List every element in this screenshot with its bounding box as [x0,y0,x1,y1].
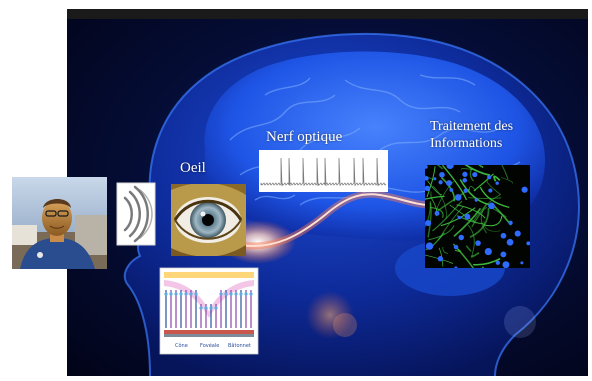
retina-cell-nucleus [194,292,197,295]
neuron-nucleus [488,189,492,193]
neuron-nucleus [438,256,443,261]
retina-cell-nucleus [209,306,212,309]
neuron-nucleus [485,248,492,255]
neuron-nucleus [520,261,523,264]
neuron-nucleus [433,177,436,180]
neuron-nucleus [425,186,430,191]
retina-cell-nucleus [189,292,192,295]
neuron-nucleus [464,189,468,193]
retina-cell-nucleus [179,292,182,295]
neuron-nucleus [502,261,509,268]
neuron-nucleus [455,194,462,201]
retina-cell-nucleus [229,292,232,295]
neuron-nucleus [501,233,507,239]
lens-flare-2 [333,313,357,337]
neuron-nucleus [495,182,498,185]
neuron-nucleus [459,235,464,240]
lens-flare-3 [504,306,536,338]
neuron-nucleus [426,242,433,249]
retina-diagram: Cône Fovéale Bâtonnet [160,268,258,354]
processing-label-line-2: Informations [430,135,513,152]
retina-cell-nucleus [244,292,247,295]
retina-cell-nucleus [214,306,217,309]
neuron-nucleus [475,240,481,246]
neuron-nucleus [458,216,461,219]
retina-cell-nucleus [204,306,207,309]
eye-label: Oeil [180,160,206,176]
neuron-nucleus [454,245,459,250]
neuron-nucleus [522,187,528,193]
neuron-nucleus [508,221,512,225]
retina-label-batonnet: Bâtonnet [228,342,251,349]
neuron-nucleus [464,214,470,220]
retina-cell-nucleus [164,292,167,295]
neuron-nucleus [500,252,506,258]
retina-cell-nucleus [174,292,177,295]
neuron-nucleus [438,180,442,184]
retina-cell-nucleus [239,292,242,295]
optic-nerve-label: Nerf optique [266,129,342,145]
retina-cell-nucleus [249,292,252,295]
retina-label-fovea: Fovéale [200,342,219,349]
neuron-nucleus [472,172,477,177]
retina-cell-nucleus [219,292,222,295]
neuron-nucleus [526,241,530,245]
neuron-nucleus [435,211,440,216]
spike-train-graph [259,150,388,192]
processing-label-line-1: Traitement des [430,118,513,135]
neuron-nucleus [462,178,467,183]
eye-photo [171,183,246,257]
person-photo [12,177,107,269]
neuron-nucleus [449,188,453,192]
retina-cell-nucleus [169,292,172,295]
retina-cell-nucleus [199,306,202,309]
retina-cell-nucleus [224,292,227,295]
neuron-nucleus [425,220,431,226]
retina-label-cone: Cône [175,342,188,349]
neuron-nucleus [439,172,445,178]
processing-label: Traitement des Informations [430,118,513,152]
neuron-nucleus [446,180,452,186]
neuron-nucleus [515,231,521,237]
neuron-nucleus [475,198,478,201]
neuron-nucleus [487,175,491,179]
neuron-nucleus [496,261,500,265]
retina-cell-nucleus [234,292,237,295]
sound-waves-icon [117,183,155,245]
top-bar [67,9,588,19]
neuron-nucleus [462,172,467,177]
retina-cell-nucleus [184,292,187,295]
neuron-nucleus [507,239,514,246]
neuron-nucleus [488,202,495,209]
